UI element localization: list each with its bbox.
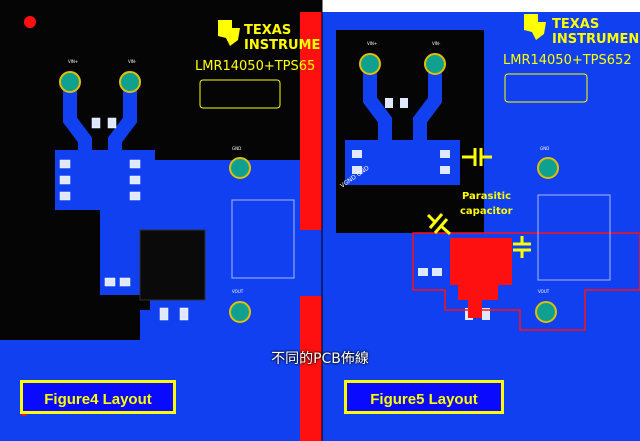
svg-text:TEXAS: TEXAS bbox=[552, 17, 599, 32]
svg-text:VIN+: VIN+ bbox=[367, 41, 377, 46]
fiducial-marker bbox=[24, 16, 36, 28]
left-board-title: LMR14050+TPS65 bbox=[195, 59, 315, 74]
vin-plus-pad-right: VIN+ bbox=[359, 41, 381, 75]
vin-minus-pad-right: VIN- bbox=[424, 41, 446, 75]
vin-minus-pad: VIN- bbox=[119, 59, 141, 93]
vin-plus-pad: VIN+ bbox=[59, 59, 81, 93]
gnd-pad-right: GND bbox=[537, 146, 559, 179]
left-pcb-panel: VIN+ VIN- GND VOUT TEXAS INSTRUMEN LMR14… bbox=[0, 0, 331, 441]
annotation-parasitic: Parasitic bbox=[462, 191, 511, 202]
figure5-label: Figure5 Layout bbox=[344, 380, 504, 414]
right-board-title: LMR14050+TPS652 bbox=[503, 53, 632, 68]
caption: 不同的PCB佈線 bbox=[271, 351, 369, 367]
svg-text:VIN-: VIN- bbox=[432, 41, 441, 46]
capacitor-symbol-icon bbox=[462, 148, 492, 166]
svg-text:VIN-: VIN- bbox=[128, 59, 137, 64]
gnd-pad: GND bbox=[229, 146, 251, 179]
vout-pad: VOUT bbox=[229, 289, 251, 323]
svg-text:TEXAS: TEXAS bbox=[244, 23, 291, 38]
vout-pad-right: VOUT bbox=[535, 289, 557, 323]
right-pcb-panel: VIN+ VIN- GND VOUT VGND GND bbox=[322, 0, 640, 441]
svg-text:GND: GND bbox=[232, 146, 241, 151]
capacitor-symbol-icon bbox=[426, 213, 451, 236]
ti-logo-right: TEXAS INSTRUMEN bbox=[524, 14, 639, 47]
capacitor-symbol-icon bbox=[513, 236, 531, 258]
svg-text:VOUT: VOUT bbox=[232, 289, 244, 294]
ti-logo-left: TEXAS INSTRUMEN bbox=[218, 20, 331, 53]
switch-node-copper bbox=[450, 238, 512, 318]
svg-text:VIN+: VIN+ bbox=[68, 59, 78, 64]
figure4-label: Figure4 Layout bbox=[20, 380, 176, 414]
annotation-capacitor: capacitor bbox=[460, 206, 513, 217]
svg-text:GND: GND bbox=[540, 146, 549, 151]
svg-text:VOUT: VOUT bbox=[538, 289, 550, 294]
svg-text:INSTRUMEN: INSTRUMEN bbox=[244, 38, 331, 53]
svg-text:INSTRUMEN: INSTRUMEN bbox=[552, 32, 639, 47]
